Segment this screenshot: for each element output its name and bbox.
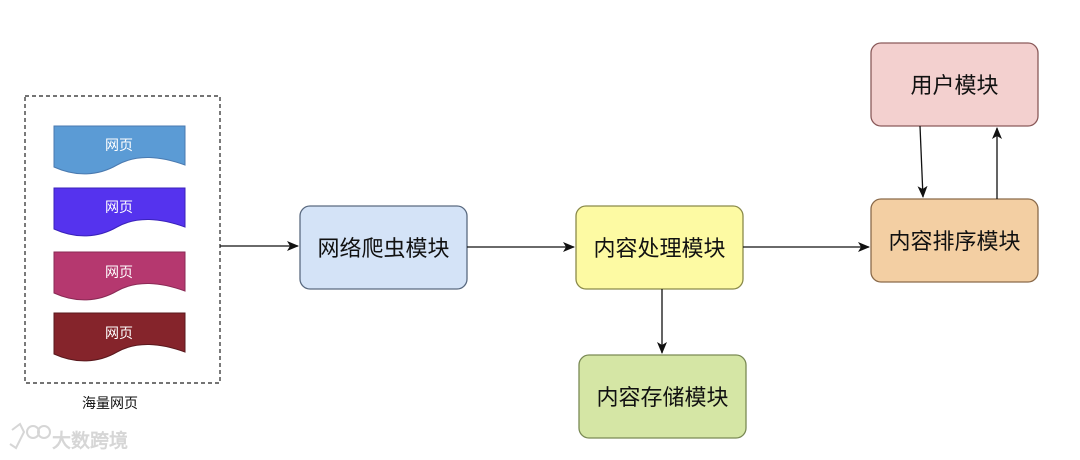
watermark: 大数跨境 <box>9 422 128 452</box>
source-group: 网页 网页 网页 网页 海量网页 <box>24 95 221 412</box>
node-ranking: 内容排序模块 <box>870 198 1039 283</box>
node-ranking-label: 内容排序模块 <box>888 230 1020 255</box>
watermark-logo-icon <box>9 422 51 450</box>
web-page-shape <box>53 187 186 237</box>
node-processing-label: 内容处理模块 <box>593 237 725 262</box>
web-page-3: 网页 <box>53 251 186 301</box>
web-page-label: 网页 <box>105 265 133 281</box>
node-storage-box <box>578 354 747 439</box>
web-page-shape <box>53 125 186 175</box>
source-group-frame <box>24 95 221 384</box>
web-page-2: 网页 <box>53 187 186 237</box>
node-crawler: 网络爬虫模块 <box>299 205 468 290</box>
edge-user-to-ranking <box>917 125 928 198</box>
node-user-box <box>870 42 1039 127</box>
web-page-1: 网页 <box>53 125 186 175</box>
web-page-label: 网页 <box>105 138 133 154</box>
web-page-4: 网页 <box>53 312 186 362</box>
node-crawler-label: 网络爬虫模块 <box>317 237 449 262</box>
web-page-shape <box>53 251 186 301</box>
node-storage: 内容存储模块 <box>578 354 747 439</box>
node-processing: 内容处理模块 <box>575 205 744 290</box>
source-group-caption: 海量网页 <box>82 396 138 412</box>
node-storage-label: 内容存储模块 <box>596 386 728 411</box>
node-user-label: 用户模块 <box>910 74 998 99</box>
web-page-label: 网页 <box>105 326 133 342</box>
node-user: 用户模块 <box>870 42 1039 127</box>
web-page-label: 网页 <box>105 200 133 216</box>
watermark-text: 大数跨境 <box>52 429 128 452</box>
web-page-shape <box>53 312 186 362</box>
node-ranking-box <box>870 198 1039 283</box>
